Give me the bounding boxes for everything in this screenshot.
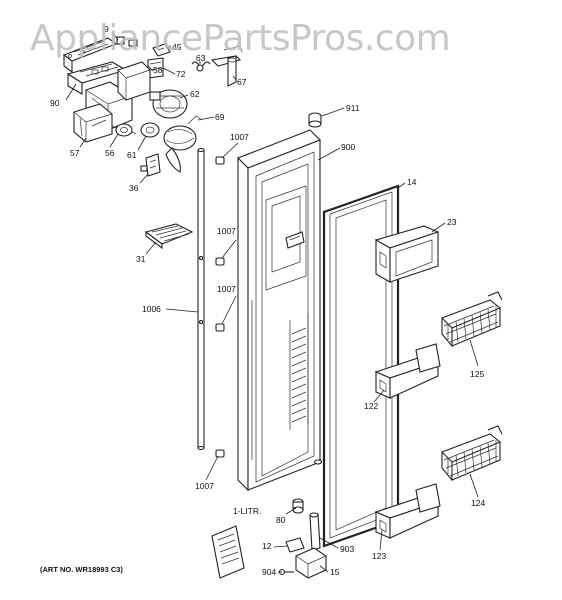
label-903: 903 [340, 544, 354, 554]
label-904: 904 [262, 567, 276, 577]
wire-basket-part-125 [441, 291, 503, 348]
label-45: 45 [172, 42, 182, 52]
label-1007-b: 1007 [217, 226, 236, 236]
label-80: 80 [276, 515, 286, 525]
fitting-part-80 [292, 498, 304, 514]
label-1007-d: 1007 [195, 481, 214, 491]
label-12: 12 [262, 541, 272, 551]
dispenser-housing-part-90 [66, 61, 128, 95]
label-58: 58 [153, 65, 163, 75]
auger-part-69 [163, 115, 203, 173]
label-90: 90 [50, 98, 60, 108]
label-911: 911 [346, 103, 360, 113]
ice-crusher-part-57 [73, 103, 113, 143]
label-122: 122 [364, 401, 378, 411]
door-bin-part-122 [374, 343, 441, 399]
gear-part-56 [111, 123, 137, 137]
door-bin-part-23 [374, 225, 440, 283]
manual-booklet [211, 525, 245, 579]
label-manual: 1-LITR. [233, 506, 261, 516]
label-57: 57 [70, 148, 80, 158]
label-1007-c: 1007 [217, 284, 236, 294]
label-62: 62 [190, 89, 200, 99]
label-31: 31 [136, 254, 146, 264]
watermark: AppliancePartsPros.com [30, 18, 450, 59]
hinge-rod-part-1006 [197, 147, 205, 451]
label-67: 67 [237, 77, 247, 87]
lever-bracket-part-67 [210, 45, 243, 87]
fresh-food-door-part-900 [237, 129, 323, 492]
dispenser-control-board [62, 37, 118, 74]
drip-tray-grille-part-31 [144, 223, 194, 250]
label-15: 15 [330, 567, 340, 577]
label-23: 23 [447, 217, 457, 227]
art-number-caption: (ART NO. WR18993 C3) [40, 565, 123, 574]
wire-basket-part-124 [441, 425, 503, 482]
label-14: 14 [407, 177, 417, 187]
spring-part-63 [191, 61, 211, 72]
bracket-part-12 [285, 537, 305, 553]
dispenser-switch-part [116, 36, 138, 47]
cap-part-911 [308, 112, 322, 128]
switch-part-36 [140, 153, 161, 177]
hinge-cover-part-15 [295, 547, 327, 579]
label-123: 123 [372, 551, 386, 561]
dispenser-motor-part-62 [149, 89, 188, 119]
door-bin-part-123 [374, 483, 441, 539]
label-61: 61 [127, 150, 137, 160]
label-72: 72 [176, 69, 186, 79]
label-56: 56 [105, 148, 115, 158]
coupling-part-61 [140, 122, 160, 138]
leader-lines [65, 31, 479, 573]
label-69: 69 [215, 112, 225, 122]
tube-part-903 [309, 512, 321, 551]
label-9: 9 [104, 24, 109, 34]
label-1007-a: 1007 [230, 132, 249, 142]
label-124: 124 [471, 498, 485, 508]
clip-part-1007 [215, 156, 225, 458]
label-63: 63 [196, 53, 206, 63]
part-labels: 9 58 45 63 72 67 90 62 911 69 57 56 61 1… [50, 24, 485, 577]
label-36: 36 [129, 183, 139, 193]
bracket-part-45 [152, 43, 171, 57]
label-900: 900 [341, 142, 355, 152]
label-125: 125 [470, 369, 484, 379]
label-1006: 1006 [142, 304, 161, 314]
